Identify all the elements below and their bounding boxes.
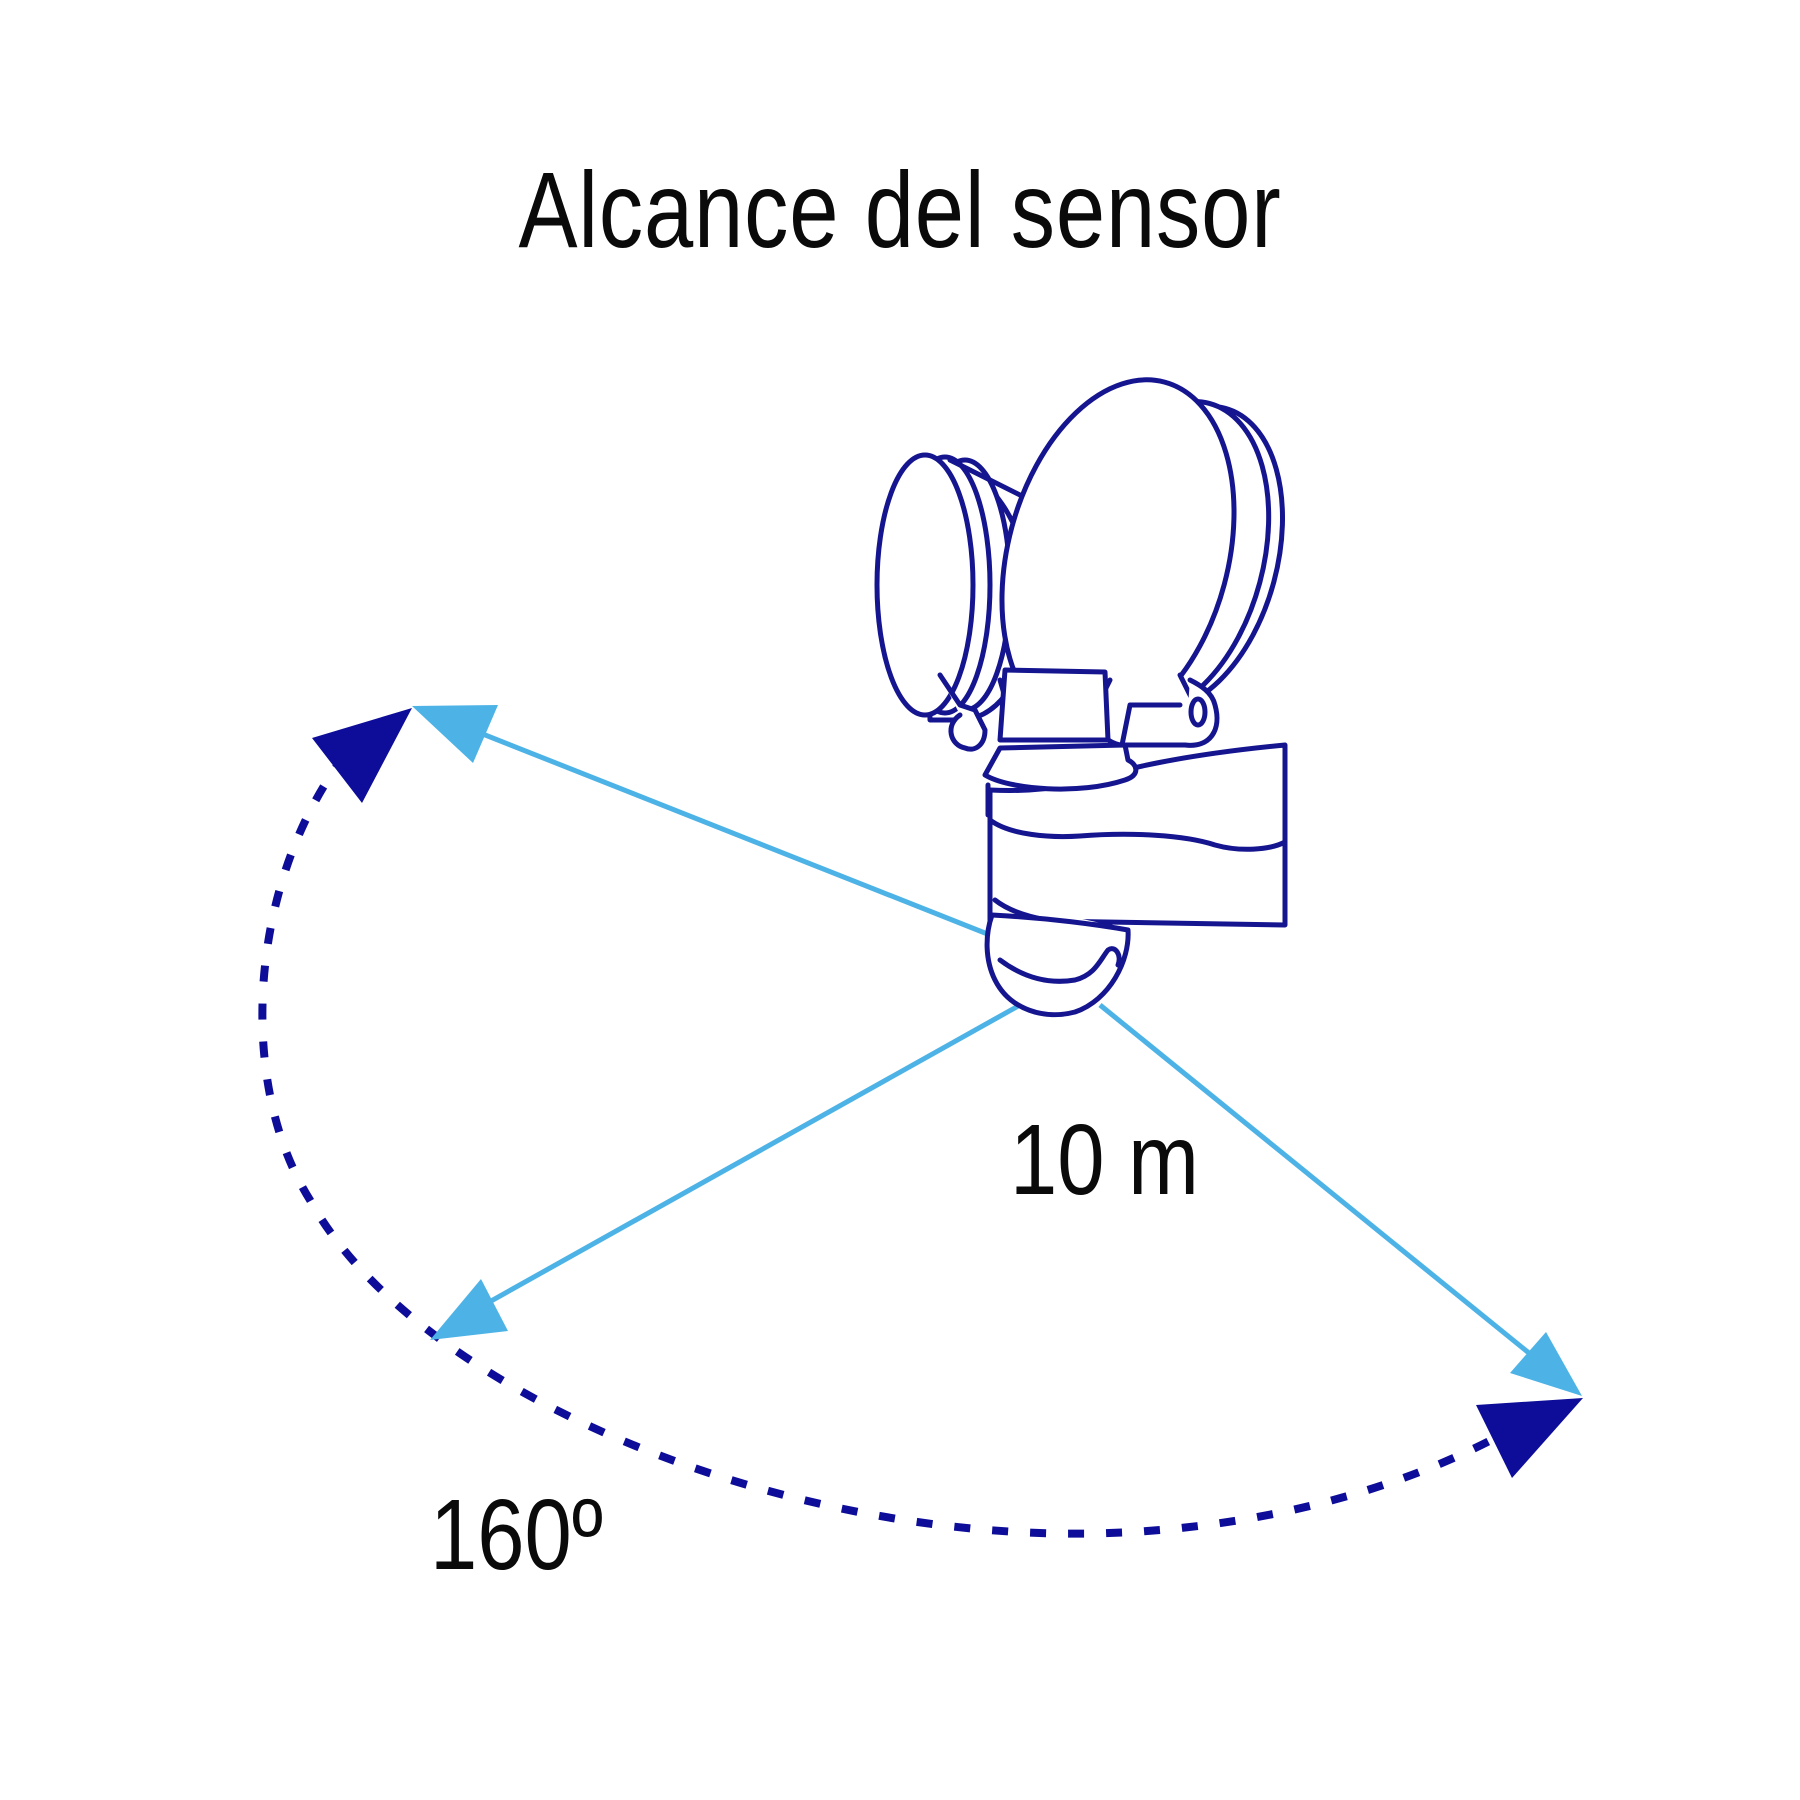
range-arrowhead-lower-left [430,1279,508,1340]
distance-label: 10 m [1010,1104,1199,1216]
arc-arrowhead-right [1476,1398,1583,1478]
angle-arc [258,708,1583,1538]
range-lines [459,722,1542,1364]
arc-arrowhead-left [312,708,412,803]
range-line-lower-left [473,1002,1022,1313]
angle-label: 160º [430,1479,603,1591]
range-line-lower-right [1098,1003,1542,1364]
range-arrowhead-lower-right [1510,1332,1582,1396]
range-line-upper-left [459,722,991,938]
motion-sensor-floodlight-icon [874,377,1288,1018]
diagram-title: Alcance del sensor [518,149,1282,270]
range-arrowhead-upper-left [412,705,498,763]
